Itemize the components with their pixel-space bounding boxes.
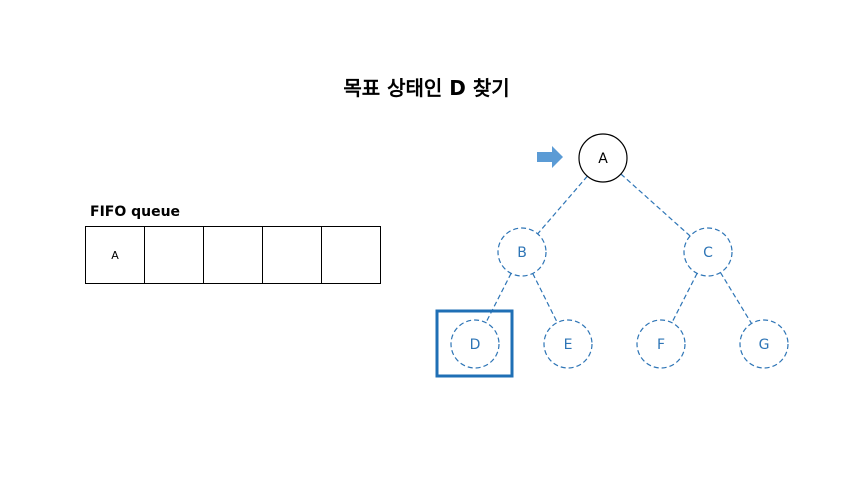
tree-node-A [578,133,628,183]
queue-cell [263,227,322,284]
queue-cell [204,227,263,284]
tree-node-G [739,319,789,369]
queue-cell [145,227,204,284]
tree-node-label: E [564,337,573,353]
tree-node-label: D [470,337,481,353]
tree-node-B [497,227,547,277]
tree-edge-A-B [537,175,588,235]
tree-edge-B-D [485,273,512,323]
queue-cell: A [86,227,145,284]
tree-edge-B-E [532,273,558,323]
goal-highlight-box [435,309,514,378]
tree-node-D [450,319,500,369]
tree-node-label: A [598,151,608,167]
tree-node-label: B [517,245,527,261]
queue-label: FIFO queue [90,204,181,220]
fifo-queue: A [85,226,381,284]
right-arrow-icon [537,146,563,168]
queue-cell [322,227,381,284]
tree-node-F [636,319,686,369]
tree-node-E [543,319,593,369]
tree-node-label: C [703,245,713,261]
page-title: 목표 상태인 D 찾기 [343,76,510,100]
tree-edge-C-G [719,272,753,324]
tree-edge-C-F [671,273,698,323]
tree-edge-A-C [620,173,691,237]
tree-node-label: G [759,337,770,353]
tree-node-C [683,227,733,277]
tree-node-label: F [657,337,665,353]
